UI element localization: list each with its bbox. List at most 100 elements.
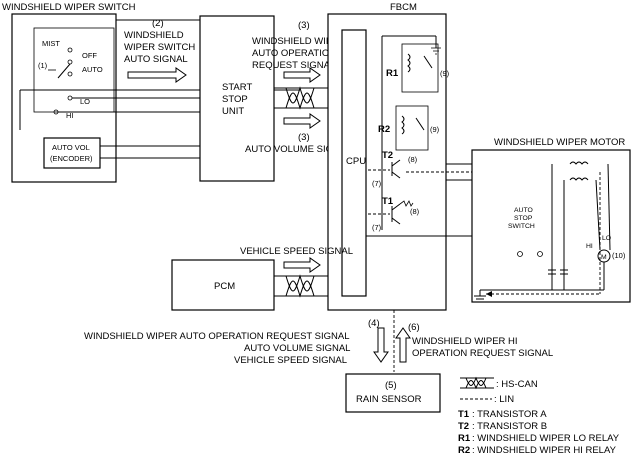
r1-coil bbox=[407, 53, 411, 73]
motor-choke-2 bbox=[569, 177, 589, 181]
svg-text:: TRANSISTOR A: : TRANSISTOR A bbox=[472, 409, 547, 420]
vehicle-speed-arrow bbox=[283, 257, 321, 273]
hscan-start-fbcm bbox=[274, 86, 328, 110]
lin-motor-arrowhead bbox=[486, 291, 492, 297]
t2-emitter bbox=[391, 171, 401, 179]
callout-4: (4) bbox=[368, 318, 380, 329]
callout-1: (1) bbox=[38, 61, 48, 70]
start-stop-line2: STOP bbox=[222, 94, 248, 105]
left-signal-3: VEHICLE SPEED SIGNAL bbox=[234, 355, 347, 366]
callout-7a: (7) bbox=[372, 179, 382, 188]
callout-8a: (8) bbox=[408, 155, 418, 164]
down-arrow bbox=[373, 327, 389, 363]
legend-hscan: : HS-CAN bbox=[496, 379, 538, 390]
motor-ground bbox=[474, 290, 486, 300]
auto-vol-encoder-box bbox=[43, 137, 101, 169]
svg-text:: TRANSISTOR B: : TRANSISTOR B bbox=[472, 421, 547, 432]
start-stop-line1: START bbox=[222, 82, 252, 93]
wiper-motor-box bbox=[471, 149, 631, 303]
t1-label: T1 bbox=[382, 196, 394, 207]
r2-coil bbox=[401, 115, 405, 135]
cpu-label: CPU bbox=[346, 156, 366, 167]
legend-item: T2 : TRANSISTOR B bbox=[458, 421, 547, 432]
auto-stop-contact-a bbox=[517, 251, 523, 257]
r2-contact bbox=[415, 117, 425, 131]
svg-text:R1: R1 bbox=[458, 433, 471, 444]
auto-stop-contact-b bbox=[537, 251, 543, 257]
vehicle-speed-label: VEHICLE SPEED SIGNAL bbox=[240, 246, 353, 257]
rain-sensor-label: RAIN SENSOR bbox=[356, 394, 422, 405]
right-signal-2: OPERATION REQUEST SIGNAL bbox=[412, 348, 553, 359]
auto-stop-line1: AUTO bbox=[514, 207, 533, 214]
capacitors bbox=[548, 269, 568, 275]
legend-lin: : LIN bbox=[494, 394, 514, 405]
switch-off: OFF bbox=[82, 51, 97, 60]
right-signal-1: WINDSHIELD WIPER HI bbox=[412, 336, 518, 347]
svg-text:T1: T1 bbox=[458, 409, 470, 420]
t1-resistor bbox=[399, 200, 414, 207]
t2-label: T2 bbox=[382, 150, 393, 161]
callout-3b: (3) bbox=[298, 132, 310, 143]
svg-text:R2: R2 bbox=[458, 445, 470, 456]
encoder-label: (ENCODER) bbox=[50, 154, 93, 163]
switch-lo: LO bbox=[80, 97, 90, 106]
fbcm-title: FBCM bbox=[390, 2, 417, 13]
sw-auto-line1: WINDSHIELD bbox=[124, 30, 184, 41]
callout-2: (2) bbox=[152, 18, 164, 29]
motor-hi-label: HI bbox=[586, 243, 593, 250]
motor-wire-lo bbox=[607, 163, 611, 251]
switch-mist: MIST bbox=[42, 39, 60, 48]
switch-lever bbox=[57, 63, 71, 79]
switch-title: WINDSHIELD WIPER SWITCH bbox=[2, 2, 136, 13]
hscan-pcm-fbcm bbox=[274, 274, 328, 298]
fbcm-ground bbox=[431, 47, 441, 55]
up-arrow bbox=[395, 327, 411, 363]
t2-collector bbox=[391, 159, 401, 167]
motor-choke-1 bbox=[569, 161, 589, 165]
callout-5: (5) bbox=[385, 380, 397, 391]
legend-item: R2 : WINDSHIELD WIPER HI RELAY bbox=[458, 445, 617, 456]
callout-10: (10) bbox=[612, 251, 626, 260]
auto-stop-line2: STOP bbox=[514, 215, 533, 222]
req-line2: AUTO OPERATION bbox=[252, 48, 336, 59]
motor-title: WINDSHIELD WIPER MOTOR bbox=[494, 137, 625, 148]
cpu-box bbox=[341, 29, 367, 297]
pcm-box bbox=[171, 259, 275, 311]
sw-auto-line3: AUTO SIGNAL bbox=[124, 54, 188, 65]
r1-contact bbox=[423, 55, 433, 69]
r1-label: R1 bbox=[386, 68, 399, 79]
callout-7b: (7) bbox=[372, 223, 382, 232]
legend-item: T1 : TRANSISTOR A bbox=[458, 409, 547, 420]
left-signal-2: AUTO VOLUME SIGNAL bbox=[244, 343, 350, 354]
motor-lo-label: LO bbox=[602, 235, 611, 242]
r2-label: R2 bbox=[378, 124, 390, 135]
callout-3a: (3) bbox=[298, 20, 310, 31]
req-arrow bbox=[283, 67, 321, 83]
callout-9a: (9) bbox=[440, 69, 450, 78]
auto-volume-arrow bbox=[283, 113, 321, 129]
svg-text:T2: T2 bbox=[458, 421, 469, 432]
contact-auto bbox=[67, 71, 73, 77]
t1-emitter bbox=[391, 217, 401, 225]
start-stop-line3: UNIT bbox=[222, 106, 244, 117]
callout-9b: (9) bbox=[430, 125, 440, 134]
motor-m: M bbox=[601, 254, 607, 261]
auto-vol-label: AUTO VOL bbox=[52, 143, 90, 152]
start-stop-unit-box bbox=[199, 15, 275, 182]
req-line3: REQUEST SIGNAL bbox=[252, 60, 335, 71]
legend-hscan-symbol bbox=[460, 376, 494, 390]
r1-relay-box bbox=[401, 43, 439, 93]
callout-8b: (8) bbox=[410, 207, 420, 216]
callout-6: (6) bbox=[408, 322, 420, 333]
motor-wire-hi bbox=[595, 179, 601, 251]
contact-mist bbox=[67, 47, 73, 53]
pcm-label: PCM bbox=[214, 281, 235, 292]
switch-auto: AUTO bbox=[82, 65, 103, 74]
sw-auto-line2: WIPER SWITCH bbox=[124, 42, 195, 53]
r2-relay-box bbox=[395, 105, 429, 151]
t1-collector bbox=[391, 203, 401, 211]
req-line1: WINDSHIELD WIPER bbox=[252, 36, 346, 47]
svg-text:: WINDSHIELD WIPER HI RELAY: : WINDSHIELD WIPER HI RELAY bbox=[472, 445, 617, 456]
